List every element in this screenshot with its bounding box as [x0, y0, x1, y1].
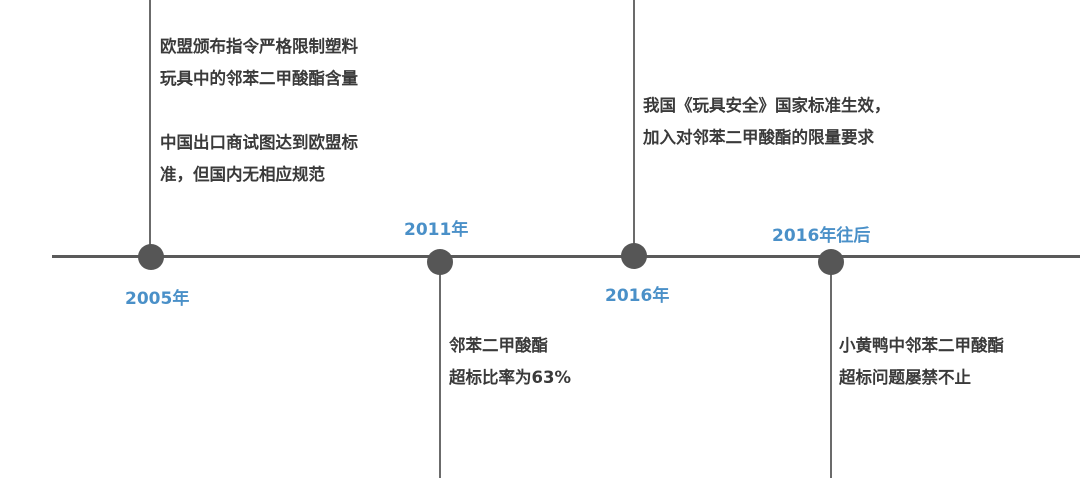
connector-2016-onward — [830, 262, 832, 478]
connector-2005 — [149, 0, 151, 256]
timeline-axis — [52, 255, 1080, 258]
year-label-2016: 2016年 — [605, 286, 670, 306]
event-note-2005: 欧盟颁布指令严格限制塑料 玩具中的邻苯二甲酸酯含量 中国出口商试图达到欧盟标 准… — [160, 31, 358, 191]
note-line: 中国出口商试图达到欧盟标 — [160, 133, 358, 152]
note-line: 欧盟颁布指令严格限制塑料 — [160, 37, 358, 56]
note-line: 准，但国内无相应规范 — [160, 165, 325, 184]
event-note-2016: 我国《玩具安全》国家标准生效， 加入对邻苯二甲酸酯的限量要求 — [643, 90, 891, 154]
timeline-dot-2005 — [138, 244, 164, 270]
timeline-dot-2016-onward — [818, 249, 844, 275]
event-note-2016-onward: 小黄鸭中邻苯二甲酸酯 超标问题屡禁不止 — [839, 330, 1004, 394]
note-line: 超标比率为63% — [449, 368, 571, 387]
note-line: 加入对邻苯二甲酸酯的限量要求 — [643, 128, 874, 147]
connector-2016 — [633, 0, 635, 256]
note-line: 小黄鸭中邻苯二甲酸酯 — [839, 336, 1004, 355]
event-note-2011: 邻苯二甲酸酯 超标比率为63% — [449, 330, 571, 394]
timeline-dot-2016 — [621, 243, 647, 269]
note-line: 我国《玩具安全》国家标准生效， — [643, 96, 891, 115]
year-label-2016-onward: 2016年往后 — [772, 226, 871, 246]
note-line: 邻苯二甲酸酯 — [449, 336, 548, 355]
note-line: 超标问题屡禁不止 — [839, 368, 971, 387]
note-line: 玩具中的邻苯二甲酸酯含量 — [160, 69, 358, 88]
year-label-2011: 2011年 — [404, 220, 469, 240]
connector-2011 — [439, 262, 441, 478]
year-label-2005: 2005年 — [125, 289, 190, 309]
timeline-dot-2011 — [427, 249, 453, 275]
